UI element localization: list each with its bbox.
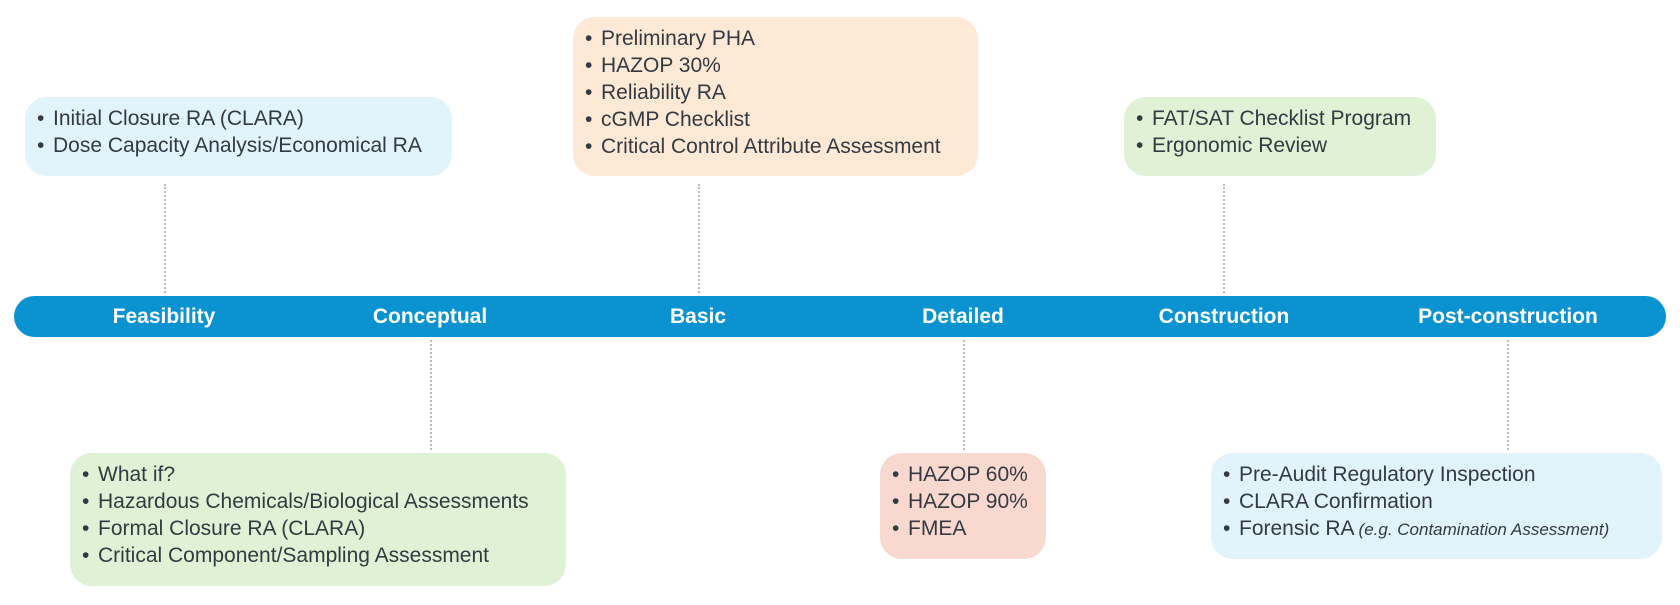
basic-box: •Preliminary PHA •HAZOP 30% •Reliability… <box>573 17 978 176</box>
post-construction-box: •Pre-Audit Regulatory Inspection •CLARA … <box>1211 453 1662 559</box>
list-item: •Initial Closure RA (CLARA) <box>37 107 304 130</box>
connector-feasibility <box>164 184 166 293</box>
list-item: •HAZOP 90% <box>892 490 1028 513</box>
list-item: •FMEA <box>892 517 967 540</box>
list-item: •Ergonomic Review <box>1136 134 1328 157</box>
connector-post-construction <box>1507 340 1509 450</box>
phase-post-construction: Post-construction <box>1418 305 1598 328</box>
list-item: •CLARA Confirmation <box>1223 490 1433 513</box>
connector-conceptual <box>430 340 432 450</box>
list-item: •Hazardous Chemicals/Biological Assessme… <box>82 490 529 513</box>
list-item: •Preliminary PHA <box>585 27 756 50</box>
list-item: •Critical Component/Sampling Assessment <box>82 544 490 567</box>
phase-detailed: Detailed <box>922 305 1004 328</box>
list-item: •HAZOP 60% <box>892 463 1028 486</box>
list-item: •Dose Capacity Analysis/Economical RA <box>37 134 422 157</box>
list-item: •FAT/SAT Checklist Program <box>1136 107 1412 130</box>
phase-basic: Basic <box>669 305 727 328</box>
list-item: •Critical Control Attribute Assessment <box>585 135 941 158</box>
detailed-box: •HAZOP 60% •HAZOP 90% •FMEA <box>880 453 1046 559</box>
phase-conceptual: Conceptual <box>372 305 488 328</box>
connector-construction <box>1223 184 1225 293</box>
list-item: •Reliability RA <box>585 81 726 104</box>
list-item: •What if? <box>82 463 176 486</box>
list-item: •Forensic RA(e.g. Contamination Assessme… <box>1223 517 1610 540</box>
connector-basic <box>698 184 700 293</box>
list-item: •cGMP Checklist <box>585 108 750 131</box>
timeline-bar: Feasibility Conceptual Basic Detailed Co… <box>14 296 1666 337</box>
list-item: •Pre-Audit Regulatory Inspection <box>1223 463 1536 486</box>
phase-construction: Construction <box>1158 305 1290 328</box>
phase-feasibility: Feasibility <box>112 305 216 328</box>
construction-box: •FAT/SAT Checklist Program •Ergonomic Re… <box>1124 97 1436 176</box>
list-item: •HAZOP 30% <box>585 54 721 77</box>
conceptual-box: •What if? •Hazardous Chemicals/Biologica… <box>70 453 566 586</box>
feasibility-box: •Initial Closure RA (CLARA) •Dose Capaci… <box>25 97 452 176</box>
connector-detailed <box>963 340 965 450</box>
forensic-note: (e.g. Contamination Assessment) <box>1358 520 1610 539</box>
list-item: •Formal Closure RA (CLARA) <box>82 517 366 540</box>
